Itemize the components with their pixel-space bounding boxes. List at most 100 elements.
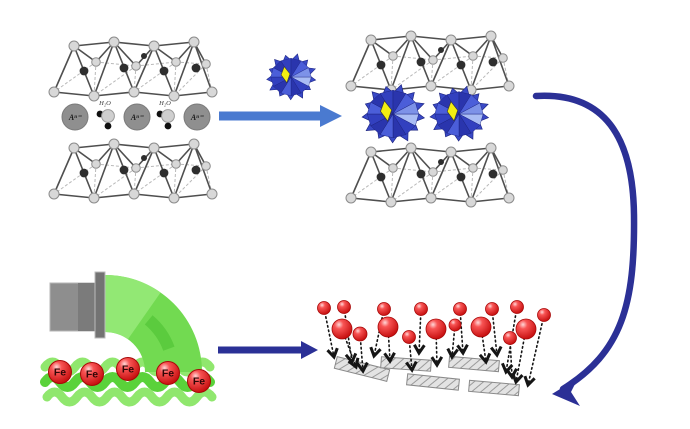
interlayer-anion-sphere [61,103,89,131]
pollutant-sphere [515,318,537,340]
pipe-body-shade [78,283,97,331]
oxygen-node [131,61,141,71]
polyoxometalate-cluster-icon [266,53,317,101]
metal-center-dot [416,57,426,67]
oxygen-node [148,142,160,154]
adsorption-dotted-arrow [489,308,503,358]
curved-arrow-path [532,92,638,393]
adsorption-dotted-arrow [413,308,426,356]
wave-band [42,387,217,407]
pollutant-sphere [453,302,467,316]
oxygen-node [171,57,181,67]
metal-center-dot [191,63,201,73]
pollutant-sphere [337,300,351,314]
oxygen-node [445,34,457,46]
pollutant-sphere [317,301,331,315]
lightning-facet [446,100,459,122]
oxygen-node [485,142,497,154]
pollutant-sphere [485,302,499,316]
oxygen-node [465,196,477,208]
oxygen-node [428,55,438,65]
oxygen-node [503,192,515,204]
oxygen-node [385,196,397,208]
oxygen-node [128,86,140,98]
water-label: H₂O [158,100,171,107]
outflow-highlight [105,275,161,340]
oxygen-node [365,34,377,46]
oxygen-sphere [161,109,175,123]
metal-center-dot [79,66,89,76]
hydroxide-layer [48,36,218,102]
metal-center-dot [141,155,147,161]
metal-center-dot [438,159,444,165]
oxygen-sphere [101,109,115,123]
pollutant-sphere [537,308,551,322]
pollutant-sphere [470,316,492,338]
wave-band [40,372,215,392]
fe-label: Fe [162,368,174,380]
reaction-arrow-right [219,105,342,127]
oxygen-node [485,30,497,42]
interlayer-anion-sphere [183,103,211,131]
fe-label: Fe [54,367,66,379]
oxygen-node [188,138,200,150]
intercalation-arrow [219,105,342,127]
pollutant-sphere [414,302,428,316]
oxygen-node [345,192,357,204]
oxygen-node [498,165,508,175]
lightning-facet [280,66,291,84]
oxygen-node [48,86,60,98]
pollutant-sphere [510,300,524,314]
hydroxide-layer [345,30,515,96]
oxygen-node [168,192,180,204]
water-molecule: H₂O [156,100,175,130]
oxygen-node [206,188,218,200]
oxygen-node [345,80,357,92]
oxygen-node [91,159,101,169]
oxygen-node [365,146,377,158]
fe-label: Fe [122,364,134,376]
ldh-structure-pristine [48,36,218,204]
hydroxide-layer [48,138,218,204]
metal-center-dot [488,169,498,179]
oxygen-node [425,80,437,92]
adsorption-dotted-arrow [456,308,469,356]
oxygen-node [503,80,515,92]
adsorption-arrow [218,341,318,359]
treatment-arrow-right [218,341,318,359]
anion-label: Aⁿ⁻ [130,113,144,122]
pom-cluster [266,53,317,101]
fe-ion-sphere: Fe [80,362,104,386]
anion-label: Aⁿ⁻ [190,113,204,122]
fe-ion-sphere: Fe [156,361,180,385]
metal-center-dot [488,57,498,67]
water-molecule: H₂O [96,100,115,130]
oxygen-node [428,167,438,177]
hydrogen-dot [164,122,172,130]
metal-center-dot [376,60,386,70]
oxygen-node [88,192,100,204]
metal-center-dot [456,172,466,182]
oxygen-node [388,163,398,173]
metal-center-dot [191,165,201,175]
outflow-shade [144,315,175,351]
fe-ion-sphere: Fe [116,357,140,381]
pollutant-sphere [448,318,462,332]
pollutant-sphere [377,302,391,316]
metal-center-dot [438,47,444,53]
pollutant-sphere [377,316,399,338]
oxygen-node [68,40,80,52]
oxygen-node [91,57,101,67]
oxygen-node [206,86,218,98]
adsorbent-slab [468,379,520,397]
oxygen-node [108,138,120,150]
oxygen-node [131,163,141,173]
metal-center-dot [456,60,466,70]
pom-cluster [361,83,426,144]
oxygen-node [405,142,417,154]
pipe-flange [94,271,106,339]
pollutant-sphere [352,326,368,342]
ldh-structure-intercalated [345,30,515,208]
adsorbent-slab [406,373,460,391]
